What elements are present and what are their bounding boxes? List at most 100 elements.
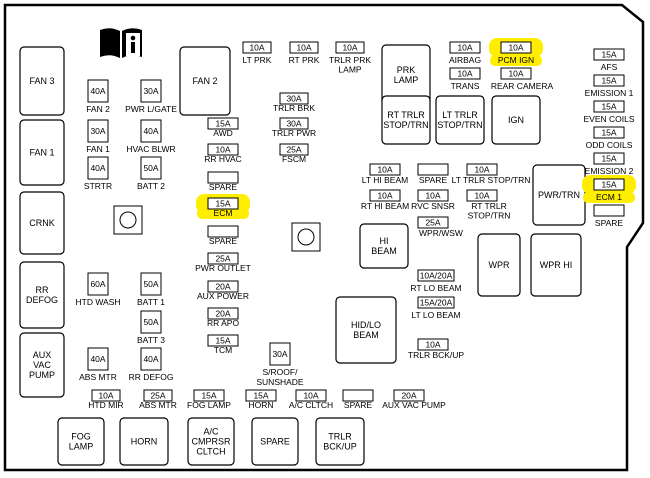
mini-fuse-spare_c2-label: SPARE	[209, 236, 238, 246]
relay-rrdefog	[19, 261, 65, 329]
mini-fuse-evencoils-rating: 15A	[601, 102, 616, 112]
mini-fuse-pwroutlet	[207, 252, 239, 265]
mini-fuse-foglamp	[193, 389, 225, 402]
mini-fuse-tcm-rating: 15A	[215, 336, 230, 346]
maxi-fuse-sroof-label: S/ROOF/	[263, 367, 299, 377]
mini-fuse-tcm-label: TCM	[214, 345, 232, 355]
mini-fuse-ecm1-label: ECM 1	[596, 192, 622, 202]
mini-fuse-rrhvac-rating: 10A	[215, 145, 230, 155]
mini-fuse-afs	[593, 48, 625, 61]
maxi-fuse-rrdefog-label: RR DEFOG	[129, 372, 174, 382]
relay-rrdefog-label: RR	[36, 285, 49, 295]
mini-fuse-awd	[207, 117, 239, 130]
relay-fan2-label: FAN 2	[192, 76, 217, 86]
mini-fuse-rthibeam	[369, 189, 401, 202]
mini-fuse-emission2	[593, 152, 625, 165]
relay-auxvac-label: AUX	[33, 350, 52, 360]
mini-fuse-pwroutlet-rating: 25A	[215, 254, 230, 264]
mini-fuse-evencoils-label: EVEN COILS	[583, 114, 634, 124]
mini-fuse-spare_c1	[207, 171, 239, 184]
mini-fuse-trlrpwr-label: TRLR PWR	[272, 128, 316, 138]
mini-fuse-acclth	[295, 389, 327, 402]
relay-hidlo	[335, 296, 397, 364]
mini-fuse-auxvac	[393, 389, 425, 402]
mini-fuse-trans-rating: 10A	[457, 69, 472, 79]
relay-hidlo-label: HID/LO	[351, 320, 381, 330]
mini-fuse-ecm-label: ECM	[214, 208, 233, 218]
relay-foglamp	[57, 417, 105, 466]
relay-acclutch	[187, 417, 235, 466]
relay-hibeam-label: HI	[380, 236, 389, 246]
mini-fuse-fscm-rating: 25A	[286, 145, 301, 155]
mounting-hole-icon	[119, 211, 137, 229]
maxi-fuse-sroof-rating: 30A	[272, 349, 287, 359]
mini-fuse-rttrlrstop-rating: 10A	[474, 191, 489, 201]
relay-lttrlr-label: LT TRLR	[442, 110, 478, 120]
label-highlight-ecm	[197, 208, 249, 219]
mini-fuse-rearcam-label: REAR CAMERA	[491, 81, 554, 91]
relay-trlrbck-label: BCK/UP	[323, 442, 357, 452]
maxi-fuse-batt1-rating: 50A	[143, 279, 158, 289]
maxi-fuse-htdwash-rating: 60A	[90, 279, 105, 289]
maxi-fuse-pwrlgate-label: PWR L/GATE	[125, 104, 177, 114]
mini-fuse-horn	[245, 389, 277, 402]
mini-fuse-foglamp-label: FOG LAMP	[187, 400, 231, 410]
mini-fuse-rearcam	[500, 67, 532, 80]
maxi-fuse-hvac	[140, 119, 162, 143]
maxi-fuse-batt2-label: BATT 2	[137, 181, 165, 191]
label-highlight-pcmign	[490, 55, 542, 66]
relay-crnk	[19, 191, 65, 255]
mini-fuse-wprwsw-label: WPR/WSW	[419, 228, 463, 238]
mini-fuse-lthibeam-rating: 10A	[377, 165, 392, 175]
mini-fuse-emission1-label: EMISSION 1	[585, 88, 634, 98]
relay-trlrbck-label: TRLR	[328, 432, 352, 442]
mini-fuse-trlrbckup-rating: 10A	[425, 340, 440, 350]
mini-fuse-wprwsw-rating: 25A	[425, 218, 440, 228]
mini-fuse-lttrlrstop-rating: 10A	[474, 165, 489, 175]
maxi-fuse-rrdefog	[140, 347, 162, 371]
mini-fuse-acclth-label: A/C CLTCH	[289, 400, 333, 410]
maxi-fuse-fan2-rating: 40A	[90, 86, 105, 96]
maxi-fuse-hvac-rating: 40A	[143, 126, 158, 136]
relay-fan3	[19, 46, 65, 116]
mini-fuse-trlrbrk-label: TRLR BRK	[273, 103, 315, 113]
relay-acclutch-label: CMPRSR	[191, 437, 231, 447]
mini-fuse-rthibeam-label: RT HI BEAM	[361, 201, 409, 211]
mini-fuse-ecm-rating: 15A	[215, 199, 230, 209]
mini-fuse-htdmir-label: HTD MIR	[88, 400, 123, 410]
relay-horn-label: HORN	[131, 437, 158, 447]
mini-fuse-trlrprk-label: TRLR PRK	[329, 55, 371, 65]
maxi-fuse-strtr	[87, 156, 109, 180]
mini-fuse-emission2-rating: 15A	[601, 154, 616, 164]
maxi-fuse-absmtr	[87, 347, 109, 371]
mini-fuse-spare_m-label: SPARE	[419, 175, 448, 185]
mini-fuse-spare_c1-label: SPARE	[209, 182, 238, 192]
relay-wpr	[477, 233, 521, 297]
relay-fan1	[19, 119, 65, 186]
maxi-fuse-batt2-rating: 50A	[143, 163, 158, 173]
maxi-fuse-fan1	[87, 119, 109, 143]
mini-fuse-airbag-rating: 10A	[457, 43, 472, 53]
relay-trlrbck	[315, 417, 365, 466]
mini-fuse-rrapo-label: RR APO	[207, 318, 240, 328]
maxi-fuse-batt3-label: BATT 3	[137, 335, 165, 345]
mini-fuse-rvcsnsr	[417, 189, 449, 202]
mini-fuse-rtlobeam-rating: 10A/20A	[420, 271, 453, 281]
mounting-boss	[291, 222, 321, 252]
mini-fuse-emission1	[593, 74, 625, 87]
maxi-fuse-pwrlgate-rating: 30A	[143, 86, 158, 96]
mini-fuse-afs-rating: 15A	[601, 50, 616, 60]
relay-auxvac-label: VAC	[33, 360, 51, 370]
mini-fuse-trlrbckup	[417, 338, 449, 351]
relay-ign-label: IGN	[508, 115, 524, 125]
mini-fuse-rrhvac-label: RR HVAC	[204, 154, 242, 164]
relay-fan2	[179, 46, 231, 116]
maxi-fuse-batt2	[140, 156, 162, 180]
relay-rttrlr-label: RT TRLR	[387, 110, 425, 120]
mini-fuse-lttrlrstop	[466, 163, 498, 176]
mini-fuse-rttrlrstop-label: STOP/TRN	[468, 211, 511, 221]
mini-fuse-spare_m	[417, 163, 449, 176]
mini-fuse-ltprk-rating: 10A	[249, 43, 264, 53]
mini-fuse-pcmign-label: PCM IGN	[498, 55, 534, 65]
